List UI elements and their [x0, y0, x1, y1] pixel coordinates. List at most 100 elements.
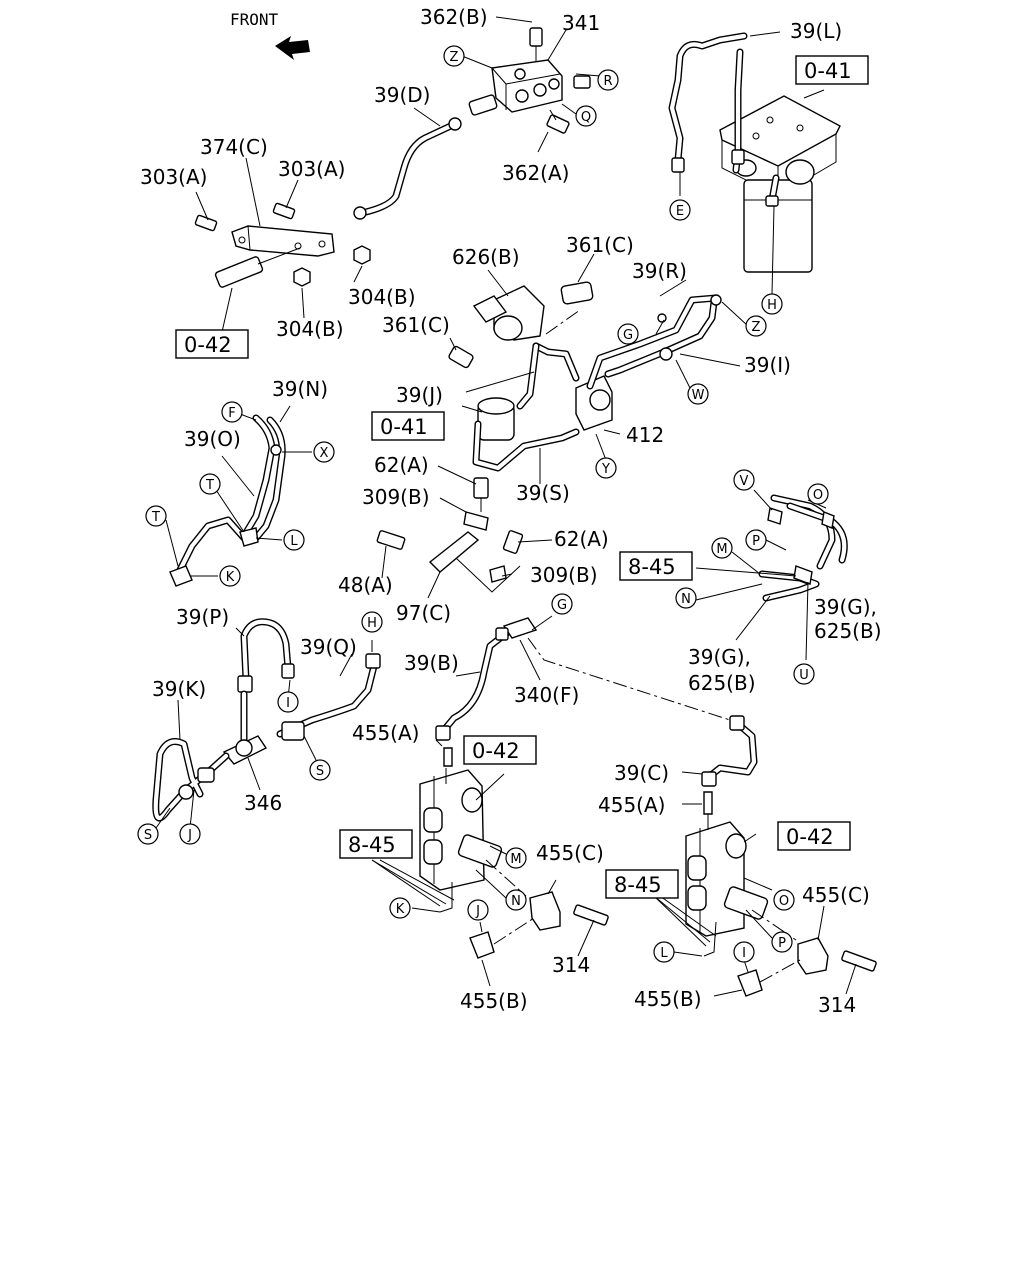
reference-box[interactable]: 0-42 — [463, 735, 537, 765]
svg-text:I: I — [286, 696, 290, 711]
callout: N — [505, 889, 527, 911]
svg-text:X: X — [320, 446, 329, 461]
filter-assembly — [668, 32, 841, 273]
pipe-39-D — [353, 117, 462, 220]
callout: I — [277, 691, 299, 713]
part-label: 625(B) — [688, 671, 756, 695]
reference-box[interactable]: 8-45 — [605, 869, 679, 899]
callout: G — [617, 323, 639, 345]
pipe-39-N-O — [169, 414, 286, 587]
callout: U — [793, 663, 815, 685]
pipe-39-B — [435, 617, 731, 741]
callout: Z — [745, 315, 767, 337]
svg-text:R: R — [603, 74, 612, 89]
reference-box[interactable]: 0-41 — [371, 411, 445, 441]
reference-boxes: 0-41 0-42 0-41 8-45 0-42 0-42 8-45 8-45 — [175, 55, 869, 899]
front-label: FRONT — [230, 10, 279, 29]
part-label: 412 — [626, 423, 664, 447]
part-label: 39(O) — [184, 427, 241, 451]
part-label: 455(C) — [802, 883, 870, 907]
part-labels: 362(B) 341 39(L) 39(D) 374(C) 303(A) 303… — [140, 5, 882, 1017]
pipe-39-C — [701, 715, 758, 787]
svg-text:L: L — [660, 946, 668, 961]
svg-text:S: S — [144, 828, 152, 843]
part-label: 361(C) — [566, 233, 634, 257]
svg-text:T: T — [151, 510, 160, 525]
svg-text:U: U — [799, 668, 809, 683]
front-arrow-icon — [275, 36, 310, 60]
part-label: 346 — [244, 791, 282, 815]
callout: G — [551, 593, 573, 615]
callout: M — [711, 537, 733, 559]
callout: M — [505, 847, 527, 869]
part-label: 304(B) — [276, 317, 344, 341]
part-label: 341 — [562, 11, 600, 35]
part-label: 304(B) — [348, 285, 416, 309]
callout: T — [199, 473, 221, 495]
svg-text:8-45: 8-45 — [348, 833, 396, 857]
callout: E — [669, 199, 691, 221]
svg-text:8-45: 8-45 — [628, 555, 676, 579]
valve-block-341 — [468, 27, 591, 134]
svg-text:0-41: 0-41 — [380, 415, 428, 439]
bracket-97-C — [376, 477, 524, 593]
svg-text:N: N — [511, 894, 521, 909]
svg-text:S: S — [316, 764, 324, 779]
svg-text:L: L — [290, 534, 298, 549]
svg-text:0-41: 0-41 — [804, 59, 852, 83]
svg-text:P: P — [778, 936, 786, 951]
callout: L — [283, 529, 305, 551]
part-label: 455(C) — [536, 841, 604, 865]
part-label: 97(C) — [396, 601, 451, 625]
pipe-group-346 — [152, 618, 381, 822]
part-label: 314 — [552, 953, 590, 977]
part-label: 455(B) — [634, 987, 702, 1011]
reference-box[interactable]: 0-41 — [795, 55, 869, 85]
callout: O — [773, 889, 795, 911]
callout: J — [179, 823, 201, 845]
reference-box[interactable]: 8-45 — [339, 829, 413, 859]
part-label: 39(B) — [404, 651, 459, 675]
part-label: 39(K) — [152, 677, 206, 701]
callout: Z — [443, 45, 465, 67]
part-label: 39(G), — [814, 595, 877, 619]
part-label: 625(B) — [814, 619, 882, 643]
part-label: 39(N) — [272, 377, 328, 401]
svg-text:O: O — [813, 488, 823, 503]
callout: W — [687, 383, 709, 405]
part-label: 455(B) — [460, 989, 528, 1013]
callout: K — [389, 897, 411, 919]
callout: J — [467, 899, 489, 921]
svg-text:G: G — [557, 598, 567, 613]
callout: K — [219, 565, 241, 587]
part-label: 303(A) — [278, 157, 345, 181]
part-label: 39(J) — [396, 383, 443, 407]
callouts: Z R Q E H Z G W Y F X T L T K V O M P N … — [137, 45, 829, 963]
callout: Q — [575, 105, 597, 127]
part-label: 39(S) — [516, 481, 570, 505]
callout: X — [313, 441, 335, 463]
callout: I — [733, 941, 755, 963]
reference-box[interactable]: 0-42 — [175, 329, 249, 359]
svg-text:Q: Q — [581, 110, 591, 125]
callout: F — [221, 401, 243, 423]
svg-text:E: E — [676, 204, 684, 219]
svg-text:0-42: 0-42 — [472, 739, 520, 763]
svg-text:Z: Z — [450, 50, 459, 65]
svg-text:M: M — [510, 852, 521, 867]
svg-text:J: J — [475, 904, 480, 919]
reference-box[interactable]: 8-45 — [619, 551, 693, 581]
svg-text:K: K — [396, 902, 405, 917]
svg-text:O: O — [779, 894, 789, 909]
reference-box[interactable]: 0-42 — [777, 821, 851, 851]
svg-text:T: T — [205, 478, 214, 493]
part-label: 309(B) — [362, 485, 430, 509]
part-label: 455(A) — [352, 721, 419, 745]
callout: V — [733, 469, 755, 491]
callout: S — [309, 759, 331, 781]
svg-text:J: J — [187, 828, 192, 843]
valve-group-412 — [448, 281, 722, 472]
callout: S — [137, 823, 159, 845]
svg-text:H: H — [767, 298, 777, 313]
